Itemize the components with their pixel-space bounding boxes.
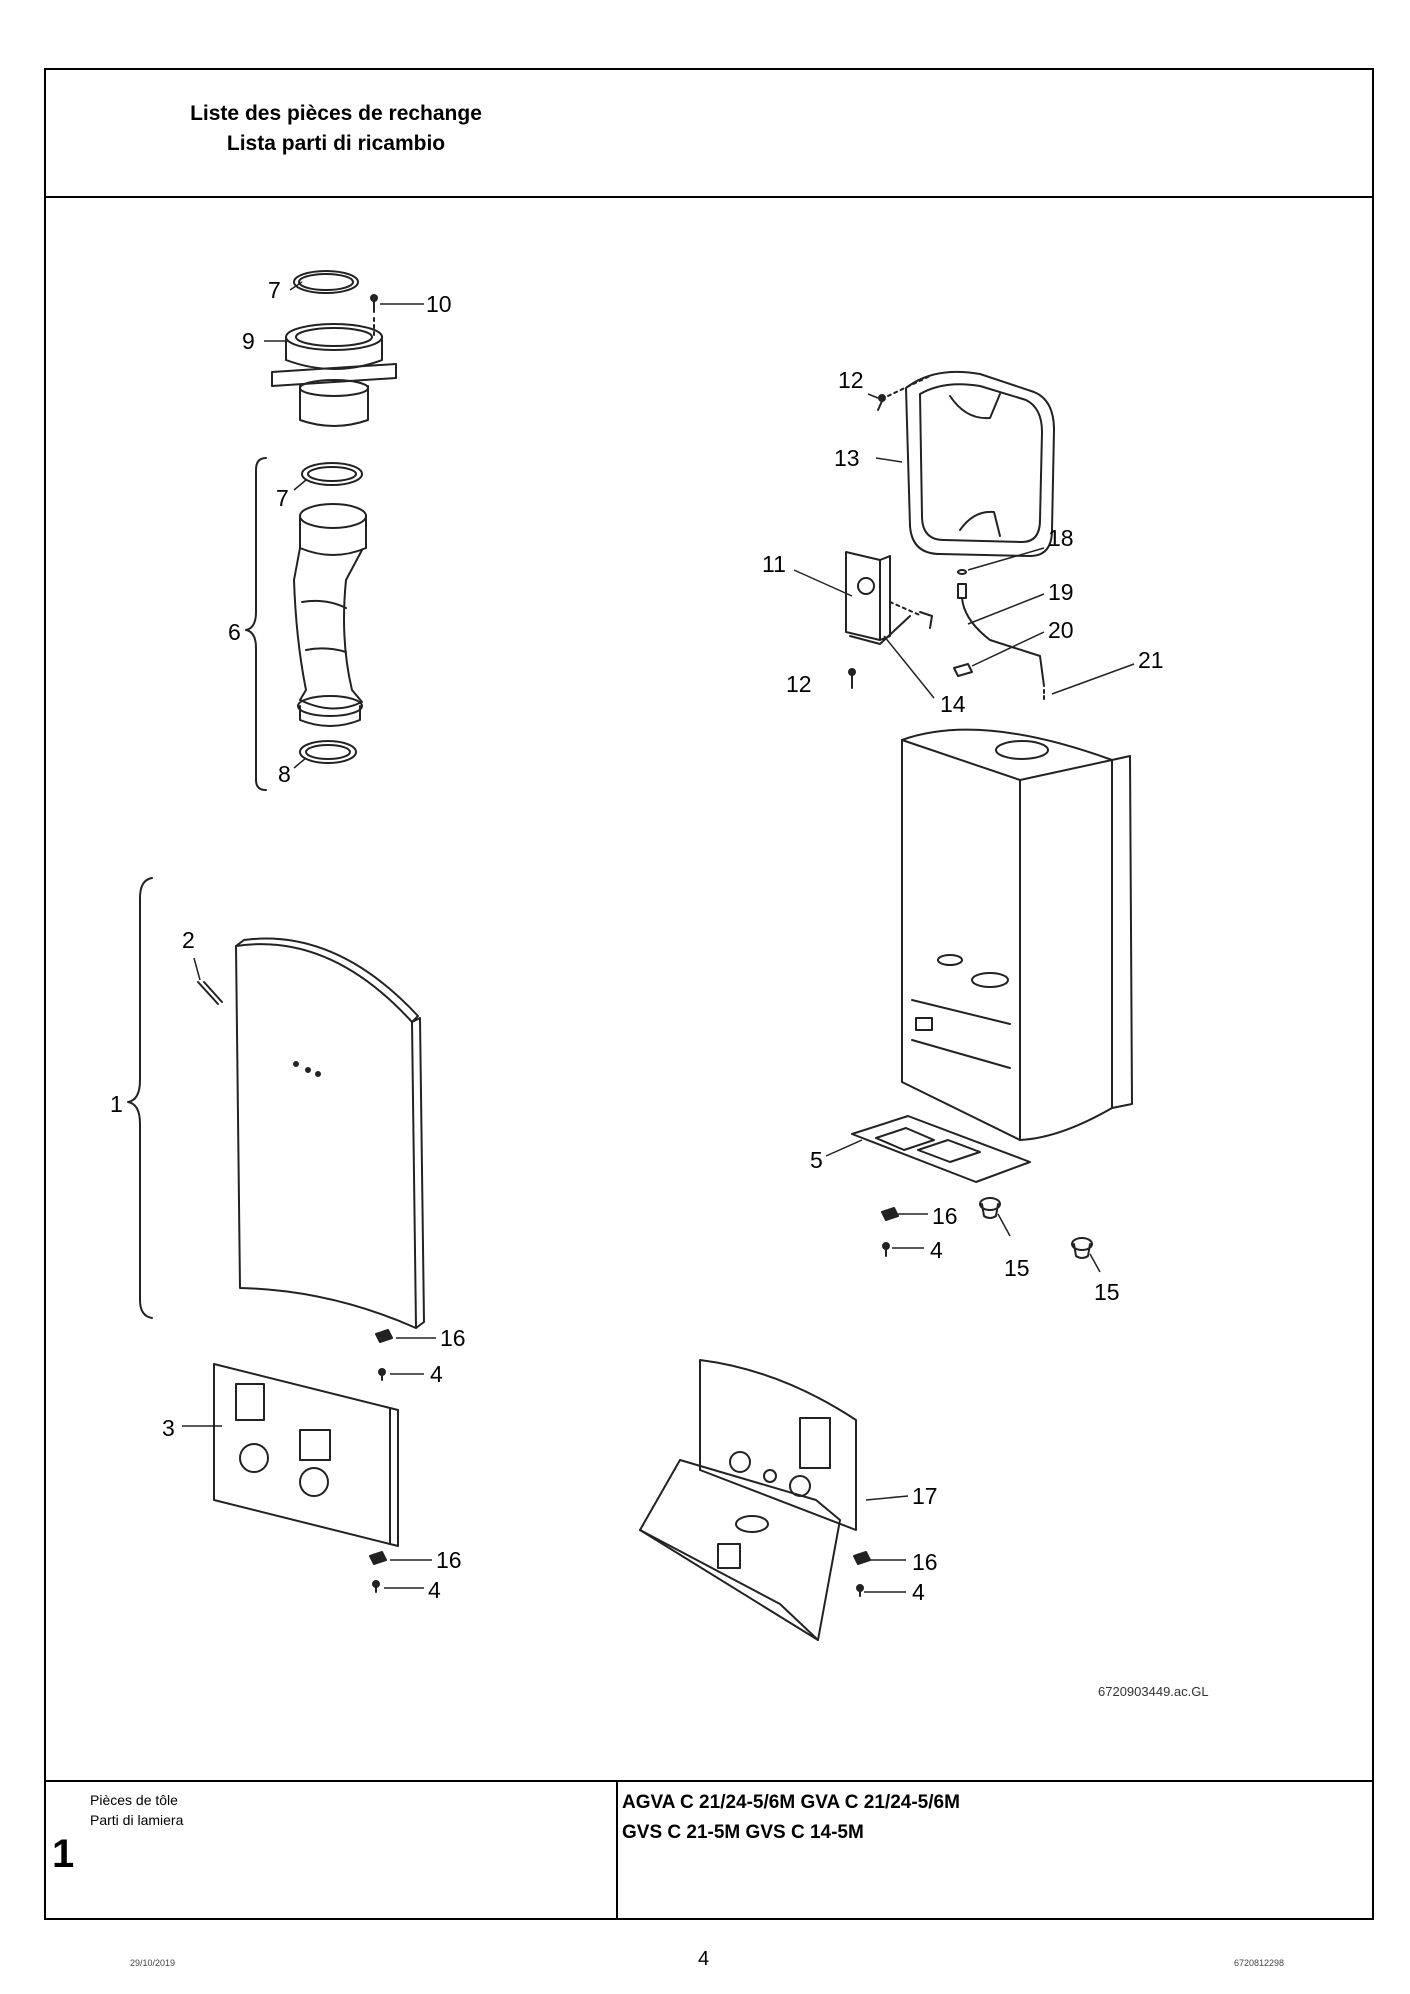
page-frame: Liste des pièces de rechange Lista parti…: [44, 68, 1374, 1920]
screw-4-a: [378, 1368, 386, 1381]
header-title-it: Lista parti di ricambio: [226, 132, 446, 155]
header-title-fr: Liste des pièces de rechange: [190, 102, 482, 125]
screw-12-top: [877, 375, 931, 411]
screw-12-bottom: [848, 668, 856, 689]
clip-2: [197, 981, 223, 1005]
print-date: 29/10/2019: [130, 1958, 176, 1968]
label-15-b: 15: [1094, 1279, 1120, 1305]
drawing-reference: 6720903449.ac.GL: [1098, 1684, 1209, 1699]
label-1: 1: [110, 1091, 123, 1117]
callout-labels: 7 9 10 7 6 8 2 1 3 16 4 16 4 17 16 4 12 …: [110, 277, 1164, 1605]
label-18: 18: [1048, 525, 1074, 551]
label-15-a: 15: [1004, 1255, 1030, 1281]
flue-adapter-9: [271, 323, 397, 427]
label-7-top: 7: [268, 277, 281, 303]
label-16-b: 16: [436, 1547, 462, 1573]
title-block: Pièces de tôle Parti di lamiera 1 AGVA C…: [46, 1780, 1372, 1918]
front-panel-1: [235, 937, 425, 1329]
label-9: 9: [242, 328, 255, 354]
seal-ring-7-middle: [301, 462, 363, 486]
section-number: 1: [52, 1832, 75, 1876]
hose-assembly-18-21: [953, 569, 1045, 701]
label-19: 19: [1048, 579, 1074, 605]
caption-fr: Pièces de tôle: [90, 1792, 178, 1808]
control-panel-17: [639, 1359, 857, 1641]
header-block: Liste des pièces de rechange Lista parti…: [46, 70, 1372, 198]
label-6: 6: [228, 619, 241, 645]
label-16-a: 16: [440, 1325, 466, 1351]
label-4-c: 4: [912, 1579, 925, 1605]
title-block-divider: [616, 1782, 618, 1918]
clip-16-right: [881, 1207, 899, 1221]
models-line-2: GVS C 21-5M GVS C 14-5M: [622, 1822, 864, 1843]
label-12-bottom: 12: [786, 671, 812, 697]
label-21: 21: [1138, 647, 1164, 673]
leader-lines: [182, 281, 1135, 1593]
label-7-mid: 7: [276, 485, 289, 511]
mounting-bracket-11-14: [845, 551, 933, 645]
screw-10: [370, 294, 378, 339]
label-3: 3: [162, 1415, 175, 1441]
bracket-1: [127, 877, 153, 1319]
models-line-1: AGVA C 21/24-5/6M GVA C 21/24-5/6M: [622, 1792, 960, 1813]
page-number: 4: [698, 1948, 710, 1970]
label-16-c: 16: [912, 1549, 938, 1575]
clip-16-c: [853, 1551, 871, 1565]
screw-4-c: [856, 1584, 864, 1597]
label-13: 13: [834, 445, 860, 471]
bracket-6: [245, 457, 267, 791]
casing-frame: [901, 728, 1133, 1141]
clip-16-b: [369, 1551, 387, 1565]
screw-4-right: [882, 1242, 890, 1257]
seal-ring-8: [299, 740, 357, 764]
label-20: 20: [1048, 617, 1074, 643]
label-12-top: 12: [838, 367, 864, 393]
label-14: 14: [940, 691, 966, 717]
flue-pipe-6: [293, 503, 367, 727]
label-4-d: 4: [930, 1237, 943, 1263]
label-16-d: 16: [932, 1203, 958, 1229]
caption-it: Parti di lamiera: [90, 1812, 184, 1828]
seal-ring-7-top: [293, 270, 359, 294]
label-10: 10: [426, 291, 452, 317]
clip-16-a: [375, 1329, 393, 1343]
trim-panel-3: [213, 1363, 399, 1547]
grommets-15: [979, 1197, 1093, 1259]
expansion-vessel-13: [905, 370, 1055, 557]
label-2: 2: [182, 927, 195, 953]
label-17: 17: [912, 1483, 938, 1509]
label-11: 11: [762, 551, 786, 577]
label-4-a: 4: [430, 1361, 443, 1387]
gasket-plate-5: [851, 1115, 1031, 1183]
label-4-b: 4: [428, 1577, 441, 1603]
label-8: 8: [278, 761, 291, 787]
label-5: 5: [810, 1147, 823, 1173]
screw-4-b: [372, 1580, 380, 1593]
document-reference: 6720812298: [1234, 1958, 1285, 1968]
